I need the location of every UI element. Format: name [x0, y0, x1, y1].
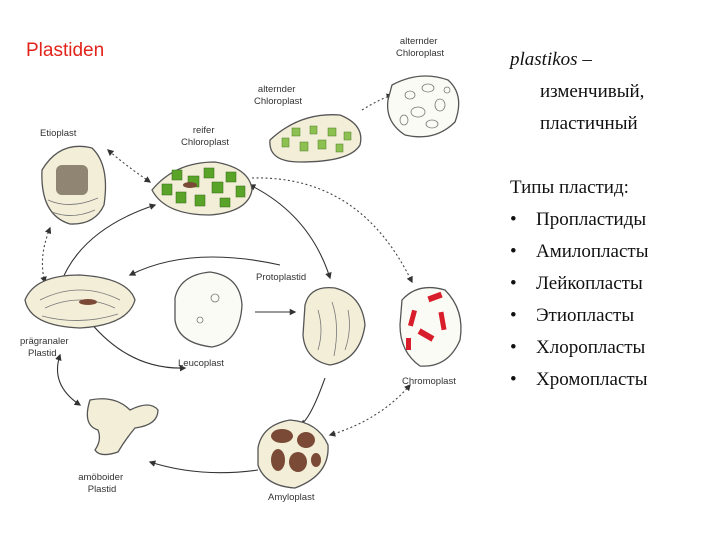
alternder-chloroplast-top-cell	[386, 75, 460, 138]
plastid-diagram: Plastiden	[20, 36, 462, 503]
arrow-amyloplast-to-amoeboid	[148, 460, 259, 474]
chromoplast-cell	[399, 286, 462, 367]
dotted-arrow-reifer-to-etioplast	[107, 149, 152, 183]
leucoplast-cell	[174, 271, 243, 348]
diagram-title: Plastiden	[26, 40, 104, 61]
dotted-arrow-chromoplast-to-amyloplast	[328, 383, 411, 437]
list-item: Этиопласты	[510, 300, 715, 332]
types-heading: Типы пластид:	[510, 177, 629, 198]
arrow-protoplastid-to-amyloplast	[298, 377, 326, 426]
label-leucoplast: Leucoplast	[178, 358, 224, 369]
praegranaler-plastid-cell	[24, 274, 136, 329]
types-list: Пропластиды Амилопласты Лейкопласты Этио…	[510, 204, 715, 396]
text-panel: plastikos – изменчивый, пластичный Типы …	[510, 44, 715, 396]
list-item: Амилопласты	[510, 236, 715, 268]
label-amyloplast: Amyloplast	[268, 492, 315, 503]
list-item: Хромопласты	[510, 364, 715, 396]
amoeboider-plastid-cell	[86, 398, 159, 456]
label-alternder-chloroplast-mid: alternder Chloroplast	[254, 84, 302, 107]
label-protoplastid: Protoplastid	[256, 272, 306, 283]
alternder-chloroplast-mid-cell	[269, 114, 362, 163]
reifer-starch-grain	[183, 182, 197, 188]
list-item: Лейкопласты	[510, 268, 715, 300]
reifer-chloroplast-cell	[151, 161, 253, 216]
arrow-praegranal-to-amoeboid	[55, 353, 82, 406]
arrow-praegranal-to-leucoplast	[89, 321, 187, 372]
arrow-reifer-to-praegranal	[58, 203, 157, 287]
dotted-arrow-etioplast-to-praegranal	[40, 226, 52, 284]
label-chromoplast: Chromoplast	[402, 376, 456, 387]
label-praegranaler-plastid: prägranaler Plastid	[20, 336, 71, 359]
label-amoeboider-plastid: amöboider Plastid	[78, 472, 126, 495]
etioplast-cell	[41, 145, 107, 225]
dotted-arrow-reifer-to-chromoplast	[251, 177, 413, 284]
amyloplast-cell	[257, 419, 329, 489]
definition-line-2: пластичный	[540, 113, 638, 134]
term-line: plastikos –	[510, 44, 715, 76]
label-reifer-chloroplast: reifer Chloroplast	[181, 125, 229, 148]
list-item: Пропластиды	[510, 204, 715, 236]
label-alternder-chloroplast-top: alternder Chloroplast	[396, 36, 444, 59]
term: plastikos	[510, 49, 578, 70]
protoplastid-cell	[302, 286, 366, 366]
definition-line-1: изменчивый,	[540, 81, 645, 102]
arrow-reifer-to-protoplastid	[248, 184, 332, 280]
term-dash: –	[577, 49, 592, 70]
list-item: Хлоропласты	[510, 332, 715, 364]
label-etioplast: Etioplast	[40, 128, 77, 139]
